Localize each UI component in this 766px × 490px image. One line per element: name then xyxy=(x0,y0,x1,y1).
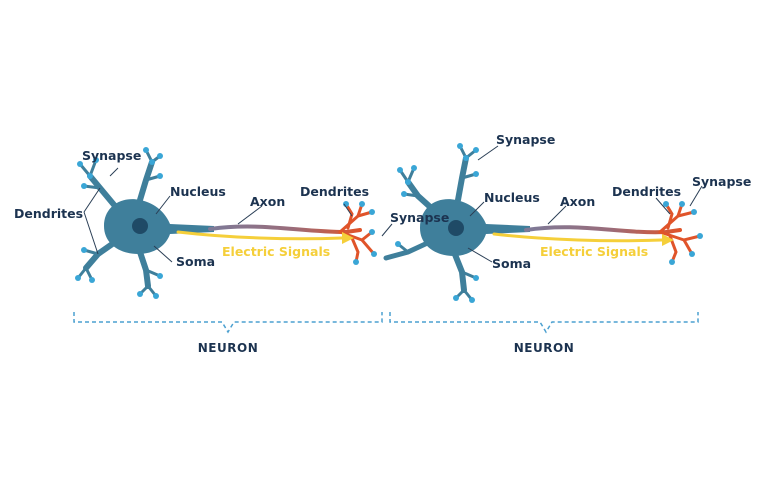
neuron-1-bracket xyxy=(73,312,383,334)
neuron-2: Synapse Synapse Nucleus Soma Axon Dendri… xyxy=(381,132,751,303)
neuron-1-leader-lines xyxy=(83,167,353,263)
neuron-2-axon-label: Axon xyxy=(560,194,595,209)
neuron-1-electric-signals-label: Electric Signals xyxy=(222,244,330,259)
neuron-1-axon-label: Axon xyxy=(250,194,285,209)
neuron-2-leader-lines xyxy=(381,145,703,263)
neuron-2-nucleus-label: Nucleus xyxy=(484,190,540,205)
neuron-2-soma xyxy=(420,199,530,256)
neuron-1-axon-terminal xyxy=(338,202,376,264)
neuron-1-synapse-label: Synapse xyxy=(82,148,141,163)
neuron-2-axon xyxy=(524,225,682,235)
neuron-1-nucleus xyxy=(132,218,148,234)
neuron-1-synapse-terminals xyxy=(75,147,377,299)
neuron-2-synapse-terminals xyxy=(395,143,703,303)
neuron-2-bracket-label: NEURON xyxy=(514,341,574,355)
neuron-1: Synapse Dendrites Nucleus Soma Axon Dend… xyxy=(14,147,377,299)
neuron-2-synapse-left-label: Synapse xyxy=(390,210,449,225)
neuron-1-nucleus-label: Nucleus xyxy=(170,184,226,199)
neuron-2-axon-dendrites-label: Dendrites xyxy=(612,184,681,199)
neuron-2-electric-signal-arrow xyxy=(492,232,674,246)
neuron-1-axon xyxy=(208,224,362,235)
neuron-2-synapse-right-label: Synapse xyxy=(692,174,751,189)
neuron-2-electric-signals-label: Electric Signals xyxy=(540,244,648,259)
neuron-1-bracket-label: NEURON xyxy=(198,341,258,355)
neuron-2-nucleus xyxy=(448,220,464,236)
neuron-1-dendrites-label: Dendrites xyxy=(14,206,83,221)
neuron-1-axon-dendrites-label: Dendrites xyxy=(300,184,369,199)
neuron-2-bracket xyxy=(389,312,699,334)
neuron-1-soma xyxy=(104,199,214,254)
neuron-2-synapse-top-label: Synapse xyxy=(496,132,555,147)
neuron-2-soma-label: Soma xyxy=(492,256,531,271)
neuron-1-electric-signal-arrow xyxy=(176,230,354,244)
neuron-1-soma-label: Soma xyxy=(176,254,215,269)
